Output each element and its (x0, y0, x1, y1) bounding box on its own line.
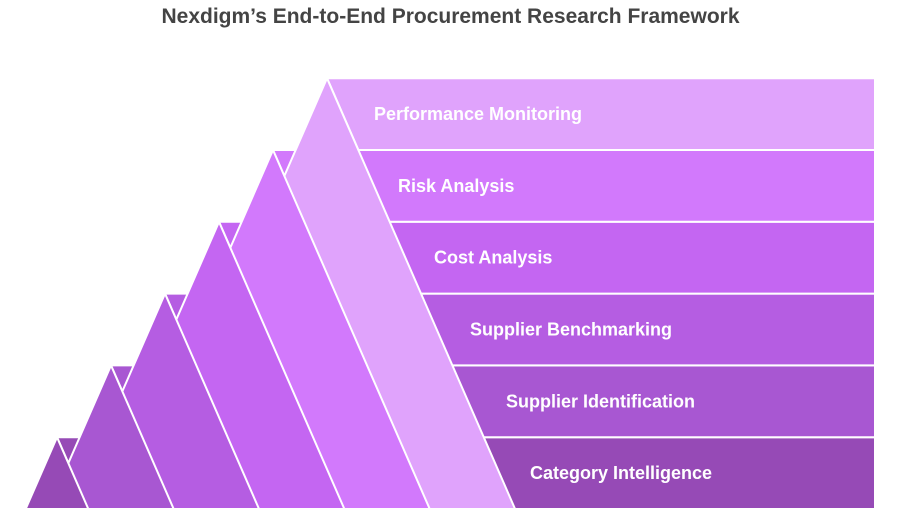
layer-label: Performance Monitoring (374, 104, 582, 124)
layer-label: Supplier Identification (506, 391, 695, 411)
diagram-title: Nexdigm’s End-to-End Procurement Researc… (161, 5, 740, 28)
layer-triangle (24, 436, 90, 510)
layer-label: Cost Analysis (434, 248, 552, 268)
layer-label: Supplier Benchmarking (470, 320, 672, 340)
layer-triangle (47, 364, 175, 510)
layer-label: Category Intelligence (530, 463, 712, 483)
layer-label: Risk Analysis (398, 176, 514, 196)
